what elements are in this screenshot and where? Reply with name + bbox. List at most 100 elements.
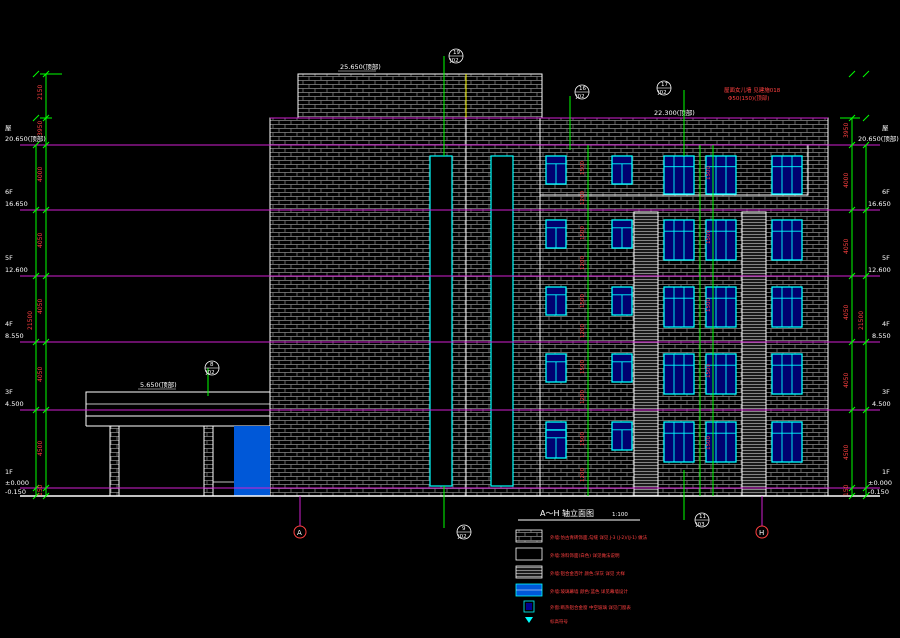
dim-text: 1200 xyxy=(580,324,586,338)
dim-tick xyxy=(848,272,856,280)
callout-mark: 16 J02 xyxy=(574,84,590,100)
drawing-title: A～H 轴立面图 1:100 xyxy=(518,508,640,521)
dim-text: 1200 xyxy=(580,256,586,270)
roof-top-label: 25.650(顶部) xyxy=(340,62,381,71)
window-grid xyxy=(545,155,803,463)
dim-total: 21500 xyxy=(858,311,865,330)
level-mark: 4F 8.550 xyxy=(872,320,891,340)
level-mark: 屋 20.650(顶部) xyxy=(5,124,46,143)
window-double xyxy=(771,155,803,195)
dim-tick xyxy=(862,484,870,492)
svg-text:外墙:涂料饰面(白色) 详见做法说明: 外墙:涂料饰面(白色) 详见做法说明 xyxy=(550,552,620,559)
parapet-label: 22.300(顶部) xyxy=(654,108,695,117)
dim-text: 4050 xyxy=(843,373,850,388)
svg-text:5F: 5F xyxy=(5,254,13,262)
dim-tick xyxy=(862,70,870,78)
level-mark: -0.150 xyxy=(868,488,889,496)
svg-text:17: 17 xyxy=(661,82,668,88)
window-double xyxy=(771,219,803,261)
dim-tick xyxy=(848,338,856,346)
svg-text:20.650(顶部): 20.650(顶部) xyxy=(5,134,46,143)
level-mark: 5F 12.600 xyxy=(5,254,28,274)
level-mark: 4F 8.550 xyxy=(5,320,24,340)
slot-window xyxy=(429,155,453,487)
window-double xyxy=(771,421,803,463)
window-double xyxy=(663,421,695,463)
dim-text: 150 xyxy=(843,484,850,496)
window-double xyxy=(705,155,737,195)
dim-tick xyxy=(32,406,40,414)
svg-text:9: 9 xyxy=(462,526,466,532)
svg-text:16: 16 xyxy=(579,86,586,92)
svg-text:16.650: 16.650 xyxy=(5,200,28,208)
canopy-column xyxy=(203,425,214,497)
window-single xyxy=(545,353,567,383)
dim-tick xyxy=(42,406,50,414)
level-mark: 屋 20.650(顶部) xyxy=(858,124,899,143)
callout-mark: 11 J03 xyxy=(694,512,710,528)
dims-left: 2150 3950 4000 4050 4050 4050 4500 150 2… xyxy=(27,85,44,496)
dims-right: 3950 4000 4050 4050 4050 4500 150 21500 xyxy=(843,123,865,496)
dim-tick xyxy=(32,206,40,214)
dim-tick xyxy=(862,141,870,149)
dim-text: 4050 xyxy=(843,239,850,254)
svg-text:3F: 3F xyxy=(882,388,890,396)
level-mark: 3F 4.500 xyxy=(5,388,24,408)
level-marks-right: 屋 20.650(顶部) 6F 16.650 5F 12.600 4F 8.55… xyxy=(858,124,899,496)
dim-tick xyxy=(848,70,856,78)
dim-tick xyxy=(848,206,856,214)
window-double xyxy=(705,286,737,328)
window-single xyxy=(611,286,633,316)
dim-tick xyxy=(42,492,50,500)
window-single xyxy=(545,286,567,316)
svg-text:19: 19 xyxy=(453,50,460,56)
window-double xyxy=(771,286,803,328)
blue-glass-panel xyxy=(234,426,270,496)
dim-text: 4000 xyxy=(37,167,44,182)
callout-mark: 8 J02 xyxy=(204,360,220,376)
legend-blue: 外墙:玻璃幕墙 颜色:蓝色 详见幕墙设计 xyxy=(515,583,628,597)
window-single xyxy=(611,421,633,451)
entrance-canopy xyxy=(85,391,271,497)
scale-text: 1:100 xyxy=(612,512,628,518)
window-single xyxy=(611,353,633,383)
window-double xyxy=(663,155,695,195)
svg-text:标高符号: 标高符号 xyxy=(550,618,568,625)
dims-center: 1500 1200 1500 1200 1500 1200 1500 1200 … xyxy=(580,161,712,482)
dim-text: 1200 xyxy=(580,390,586,404)
svg-text:4F: 4F xyxy=(882,320,890,328)
axis-bubbles: A H xyxy=(293,496,769,539)
level-mark: 1F ±0.000 xyxy=(868,468,892,487)
dim-tick xyxy=(42,484,50,492)
dim-text: 1500 xyxy=(580,226,586,240)
svg-text:4.500: 4.500 xyxy=(5,400,24,408)
dim-total: 21500 xyxy=(27,311,34,330)
svg-text:8.550: 8.550 xyxy=(5,332,24,340)
svg-text:8.550: 8.550 xyxy=(872,332,891,340)
dim-text: 4050 xyxy=(37,367,44,382)
dim-text: 4500 xyxy=(37,441,44,456)
dim-tick xyxy=(42,70,50,78)
svg-text:J02: J02 xyxy=(575,94,585,100)
louver-column xyxy=(633,211,659,497)
window-single xyxy=(545,429,567,459)
dim-text: 1500 xyxy=(706,166,712,180)
dim-text: 1500 xyxy=(706,298,712,312)
window-double xyxy=(663,286,695,328)
svg-text:屋: 屋 xyxy=(5,124,12,132)
svg-text:H: H xyxy=(759,529,764,537)
window-double xyxy=(705,219,737,261)
svg-text:6F: 6F xyxy=(5,188,13,196)
dim-tick xyxy=(848,141,856,149)
window-single xyxy=(611,155,633,185)
level-marks-left: 屋 20.650(顶部) 6F 16.650 5F 12.600 4F 8.55… xyxy=(5,124,46,496)
svg-text:外墙:铝合金百叶 颜色:深灰 详见 大样: 外墙:铝合金百叶 颜色:深灰 详见 大样 xyxy=(550,570,625,577)
svg-text:5F: 5F xyxy=(882,254,890,262)
dim-tick xyxy=(42,272,50,280)
title-text: A～H 轴立面图 xyxy=(540,508,594,518)
svg-text:J03: J03 xyxy=(695,522,705,528)
dim-tick xyxy=(32,272,40,280)
svg-text:J02: J02 xyxy=(457,534,467,540)
slot-window xyxy=(490,155,514,487)
